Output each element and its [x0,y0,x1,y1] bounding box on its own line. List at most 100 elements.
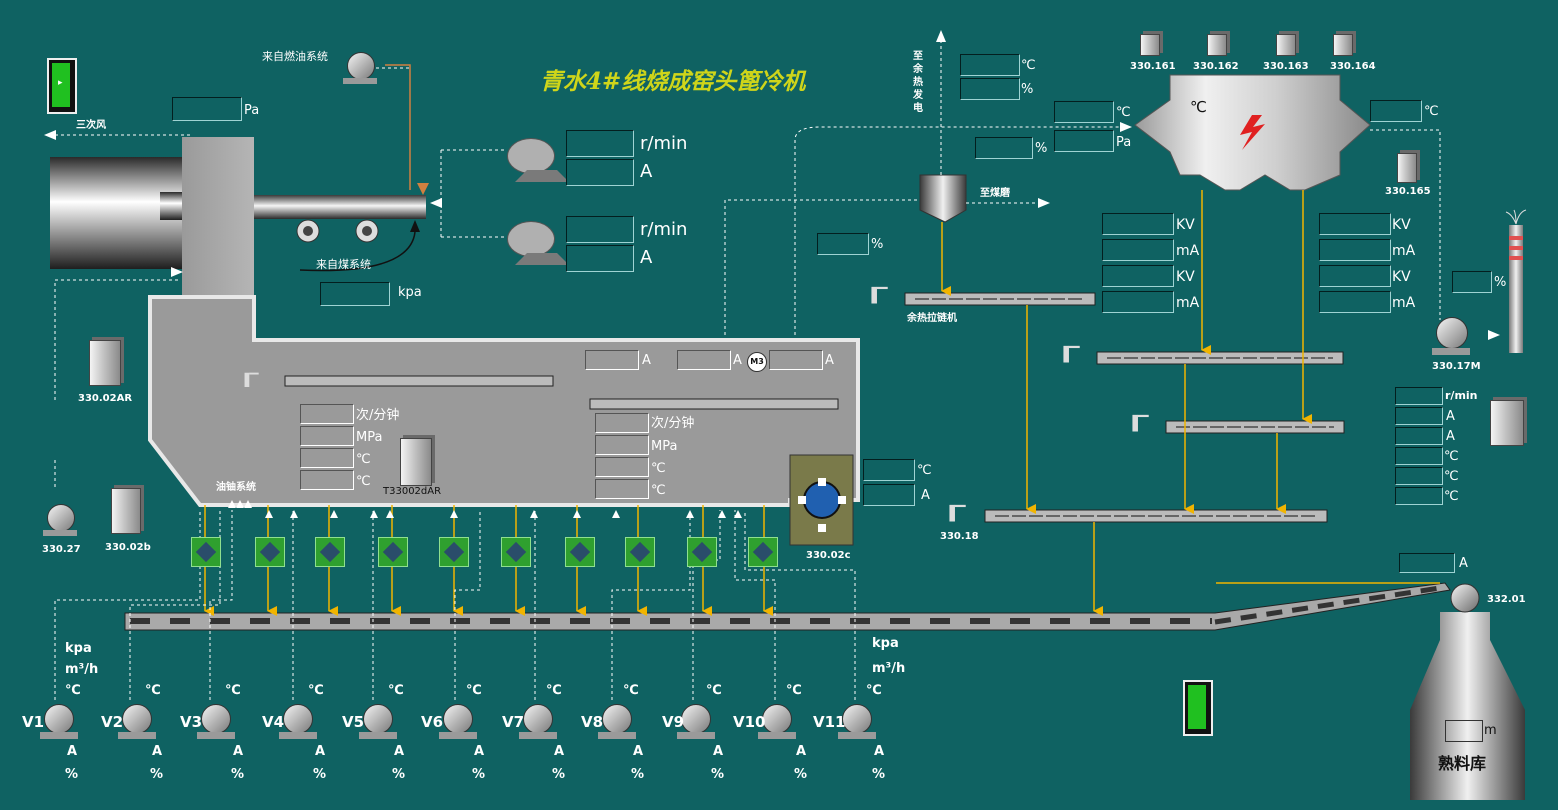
fan-330-17m-icon[interactable] [1432,315,1470,357]
unit: % [552,767,566,782]
cabinet-icon[interactable] [1207,34,1227,56]
damper-icon[interactable] [687,537,717,567]
damper-icon[interactable] [255,537,285,567]
unit: m³/h [872,661,906,676]
fan-v10-icon[interactable] [758,702,796,742]
fan-330-27-icon[interactable] [43,500,77,538]
readout-hyd1-stroke [300,404,354,424]
unit: A [733,353,742,368]
unit: kpa [398,285,422,300]
readout-esp1-ma [1102,239,1174,261]
readout-motor-current [863,484,915,506]
fan-label: V6 [421,713,444,731]
damper-icon[interactable] [501,537,531,567]
unit: A [796,744,807,759]
unit: % [711,767,725,782]
cabinet-icon[interactable] [1490,400,1524,446]
unit: ℃ [356,474,371,489]
unit: ℃ [706,683,722,698]
unit: ℃ [388,683,404,698]
readout-esp4-kv [1319,265,1391,287]
equipment-id: 330.162 [1193,61,1239,72]
fan-v1-icon[interactable] [40,702,78,742]
unit: % [1035,141,1048,156]
unit: ℃ [651,461,666,476]
cabinet-icon[interactable] [89,340,121,386]
conveyor-drive-icon[interactable]: ▐▔ [1058,347,1080,363]
exit-door-icon-bottom[interactable] [1183,680,1213,736]
readout-esp3-kv [1319,213,1391,235]
damper-icon[interactable] [191,537,221,567]
equipment-id: 330.27 [42,544,81,555]
readout-right-current-1 [1395,407,1443,425]
fan-v2-icon[interactable] [118,702,156,742]
unit: ℃ [356,452,371,467]
readout-esp2-kv [1102,265,1174,287]
unit: ℃ [786,683,802,698]
cabinet-icon[interactable] [1397,153,1417,183]
unit: ℃ [145,683,161,698]
readout-valve-position [975,137,1033,159]
unit: kpa [872,636,899,651]
unit: A [713,744,724,759]
motor-icon[interactable]: M3 [747,352,767,372]
damper-icon[interactable] [625,537,655,567]
unit: ℃ [1424,104,1439,119]
equipment-id: 330.02b [105,542,151,553]
damper-icon[interactable] [565,537,595,567]
fan-v8-icon[interactable] [598,702,636,742]
readout-hyd1-temp2 [300,470,354,490]
unit: mA [1176,243,1200,259]
primary-fan-2-icon[interactable] [505,221,569,269]
unit: A [642,353,651,368]
fan-v7-icon[interactable] [519,702,557,742]
fan-v11-icon[interactable] [838,702,876,742]
damper-icon[interactable] [439,537,469,567]
readout-fan2-speed [566,216,634,243]
fan-label: V2 [101,713,124,731]
readout-grate2-current [677,350,731,370]
equipment-id: 330.163 [1263,61,1309,72]
damper-icon[interactable] [315,537,345,567]
cabinet-icon[interactable] [1140,34,1160,56]
cabinet-icon[interactable] [400,438,432,486]
exit-door-icon[interactable]: ▸ [47,58,77,114]
fan-v5-icon[interactable] [359,702,397,742]
waste-heat-chain-label: 余热拉链机 [907,313,957,324]
equipment-id: 330.02c [806,550,851,561]
unit: ℃ [308,683,324,698]
fan-v4-icon[interactable] [279,702,317,742]
unit: A [394,744,405,759]
readout-hyd2-pressure [595,435,649,455]
fan-label: V11 [813,713,846,731]
readout-esp-inlet-temp [1054,101,1114,123]
conveyor-drive-icon[interactable]: ▐▔ [1127,416,1149,432]
fan-label: V5 [342,713,365,731]
fan-v6-icon[interactable] [439,702,477,742]
unit: MPa [651,439,678,454]
fuel-oil-fan-icon[interactable] [343,52,377,86]
unit: r/min [640,219,688,240]
unit: % [472,767,486,782]
readout-grate1-current [585,350,639,370]
conveyor-drive-icon[interactable]: ▐▔ [240,373,259,387]
damper-icon[interactable] [378,537,408,567]
unit: m³/h [65,662,99,677]
conveyor-drive-icon[interactable]: ▐▔ [944,506,966,522]
readout-right-speed [1395,387,1443,405]
unit: % [231,767,245,782]
unit: A [315,744,326,759]
unit: A [67,744,78,759]
fan-v3-icon[interactable] [197,702,235,742]
primary-fan-1-icon[interactable] [505,138,569,186]
cabinet-icon[interactable] [1276,34,1296,56]
cabinet-icon[interactable] [1333,34,1353,56]
readout-stack-valve [1452,271,1492,293]
fan-label: V4 [262,713,285,731]
fan-v9-icon[interactable] [677,702,715,742]
unit: ℃ [1116,105,1131,120]
damper-icon[interactable] [748,537,778,567]
cabinet-icon[interactable] [111,488,141,534]
conveyor-drive-icon[interactable]: ▐▔ [866,288,888,304]
